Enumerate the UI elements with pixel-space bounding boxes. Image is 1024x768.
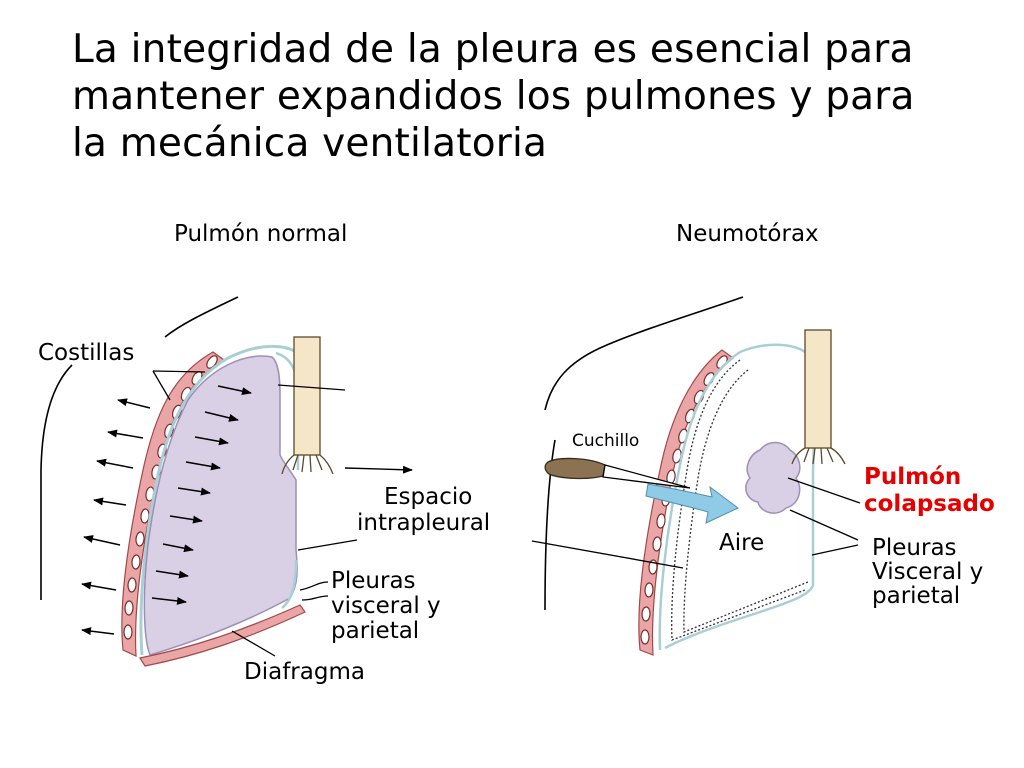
air-arrow: [645, 483, 739, 524]
label-pleuras-left-line3: parietal: [331, 618, 419, 644]
leader-lines-left: [152, 370, 358, 657]
label-costillas: Costillas: [38, 340, 134, 366]
trachea-right: [804, 329, 832, 449]
title-line-1: La integridad de la pleura es esencial p…: [72, 27, 914, 72]
label-pulmon-colapsado-line1: Pulmón: [864, 464, 961, 490]
espacio-arrow-left: [344, 465, 413, 474]
heading-neumotorax: Neumotórax: [676, 221, 819, 247]
dotted-pleura-outer-right: [671, 359, 806, 641]
outward-arrows-left: [81, 398, 151, 636]
bronchus-right: [791, 447, 846, 465]
label-espacio-line2: intrapleural: [357, 510, 490, 536]
label-pleuras-left-line2: visceral y: [331, 593, 441, 619]
label-aire: Aire: [719, 530, 764, 556]
body-outline-left: [164, 296, 239, 338]
chest-wall-outline-right: [544, 439, 556, 611]
normal-lung-diagram: Pulmón normal Costillas Espacio intraple…: [38, 221, 490, 685]
label-pleuras-right-line2: Visceral y: [872, 559, 983, 585]
knife-handle: [544, 457, 606, 480]
dotted-pleura-inner-right: [683, 369, 809, 633]
label-pulmon-colapsado-line2: colapsado: [864, 491, 995, 517]
heading-normal-lung: Pulmón normal: [174, 221, 347, 247]
title-line-2: mantener expandidos los pulmones y para: [72, 74, 915, 119]
parietal-pleura-left: [139, 344, 297, 656]
label-pleuras-right-line3: parietal: [872, 583, 960, 609]
chest-wall-outline-left: [40, 364, 73, 600]
label-cuchillo: Cuchillo: [572, 431, 639, 451]
diaphragm-left: [139, 604, 306, 667]
label-pleuras-right-line1: Pleuras: [872, 535, 957, 561]
label-pleuras-left-line1: Pleuras: [331, 568, 416, 594]
leader-lines-right: [531, 477, 861, 569]
title-line-3: la mecánica ventilatoria: [72, 121, 548, 166]
collapsed-lung: [745, 441, 801, 514]
trachea-left: [293, 336, 321, 456]
expanded-lung-left: [143, 355, 298, 656]
inward-arrows-left: [151, 385, 252, 605]
pneumothorax-diagram: Neumotórax Cuchillo Aire Pulmón colapsad…: [531, 221, 995, 656]
label-espacio-line1: Espacio: [384, 484, 472, 510]
knife-blade: [602, 464, 691, 489]
label-diafragma: Diafragma: [244, 659, 365, 685]
body-outline-right: [544, 296, 744, 411]
slide-title: La integridad de la pleura es esencial p…: [72, 26, 972, 167]
bronchus-left: [281, 454, 334, 475]
